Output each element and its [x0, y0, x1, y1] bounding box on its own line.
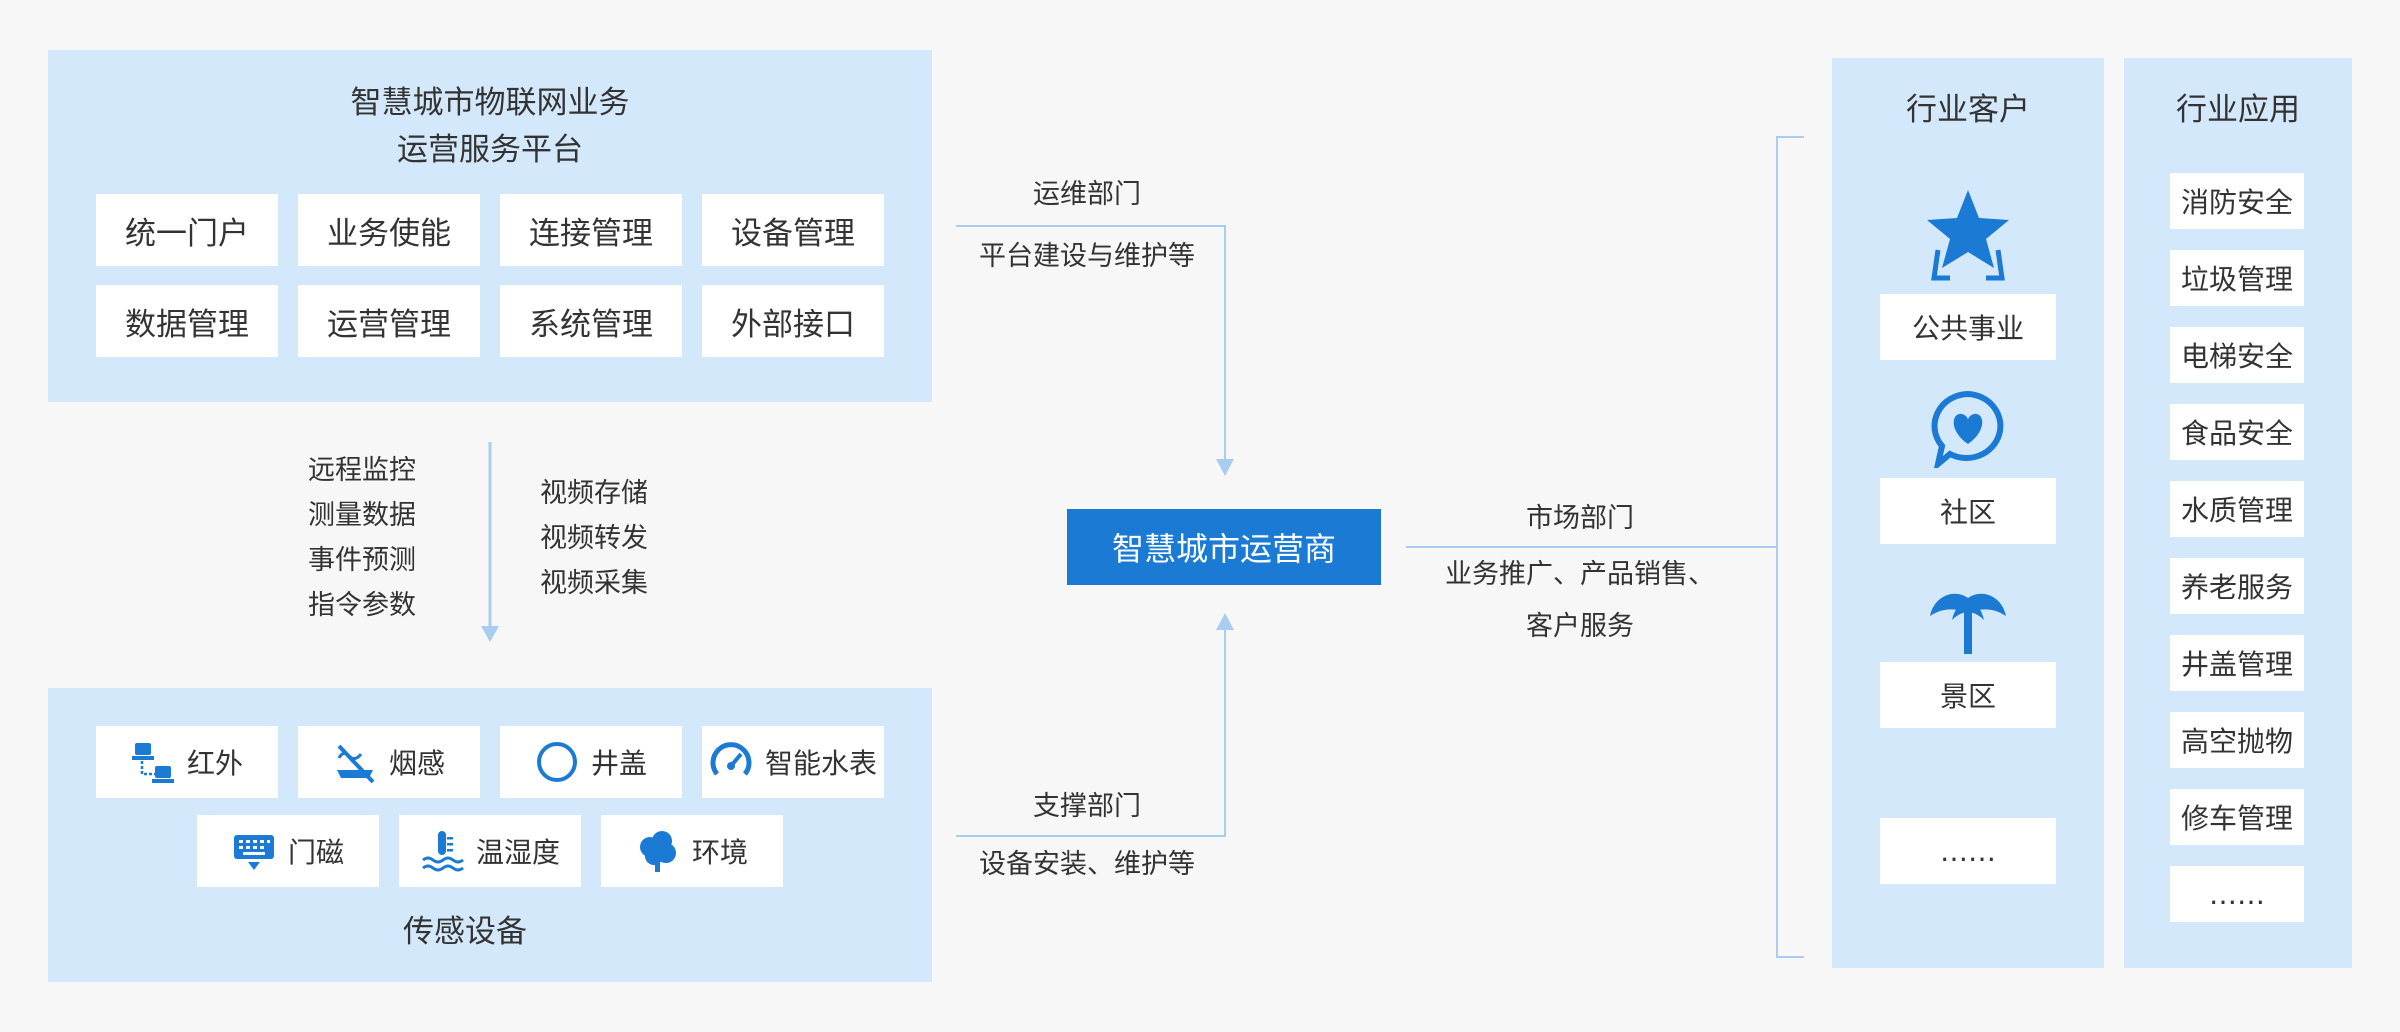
sensor-label: 智能水表	[764, 747, 877, 780]
flow-item: 视频转发	[540, 523, 648, 554]
star-icon	[1927, 190, 2009, 281]
sensor-tile[interactable]: 门磁	[197, 815, 379, 887]
market-connector-h	[1406, 546, 1778, 548]
sensor-tile[interactable]: 井盖	[500, 726, 682, 798]
thermometer-icon	[422, 831, 464, 872]
application-tile[interactable]: 电梯安全	[2170, 327, 2304, 383]
sensor-tile[interactable]: 智能水表	[702, 726, 884, 798]
module-tile[interactable]: 数据管理	[96, 285, 278, 357]
keyboard-door-icon	[233, 835, 274, 870]
application-tile[interactable]: 养老服务	[2170, 558, 2304, 614]
flow-right-list: 视频存储 视频转发 视频采集	[540, 471, 680, 606]
market-desc-line1: 业务推广、产品销售、	[1445, 559, 1715, 590]
applications-title: 行业应用	[2176, 92, 2300, 128]
sensor-tile[interactable]: 温湿度	[399, 815, 581, 887]
gauge-icon	[710, 742, 752, 776]
tree-icon	[639, 831, 676, 872]
ops-connector-h	[956, 225, 1226, 227]
customer-tile[interactable]: 公共事业	[1880, 294, 2056, 360]
flow-item: 远程监控	[308, 455, 416, 486]
operator-box[interactable]: 智慧城市运营商	[1067, 509, 1381, 585]
sensor-tile[interactable]: 红外	[96, 726, 278, 798]
support-connector-v	[1224, 630, 1226, 837]
down-arrow	[481, 442, 499, 642]
application-tile[interactable]: 水质管理	[2170, 481, 2304, 537]
application-tile[interactable]: 食品安全	[2170, 404, 2304, 460]
bracket-bottom	[1776, 956, 1804, 958]
application-tile[interactable]: 修车管理	[2170, 789, 2304, 845]
sensor-label: 温湿度	[475, 836, 560, 869]
flow-item: 指令参数	[308, 590, 416, 621]
flow-item: 测量数据	[308, 500, 416, 531]
flow-item: 事件预测	[308, 545, 416, 576]
ops-desc-label: 平台建设与维护等	[979, 241, 1195, 272]
sensor-label: 门磁	[287, 836, 344, 869]
module-tile[interactable]: 外部接口	[702, 285, 884, 357]
palm-tree-icon	[1930, 593, 2006, 654]
bracket-top	[1776, 136, 1804, 138]
support-dept-label: 支撑部门	[1033, 791, 1141, 822]
flow-item: 视频存储	[540, 478, 648, 509]
customer-tile[interactable]: ……	[1880, 818, 2056, 884]
module-tile[interactable]: 统一门户	[96, 194, 278, 266]
ops-arrow-head	[1216, 459, 1234, 476]
heart-chat-icon	[1931, 390, 2004, 468]
flow-left-list: 远程监控 测量数据 事件预测 指令参数	[308, 448, 448, 628]
application-tile[interactable]: 高空抛物	[2170, 712, 2304, 768]
market-dept-label: 市场部门	[1526, 503, 1634, 534]
support-arrow-head	[1216, 613, 1234, 630]
sensor-label: 红外	[186, 747, 243, 780]
module-tile[interactable]: 业务使能	[298, 194, 480, 266]
module-tile[interactable]: 连接管理	[500, 194, 682, 266]
application-tile[interactable]: 井盖管理	[2170, 635, 2304, 691]
customer-tile[interactable]: 景区	[1880, 662, 2056, 728]
operator-label: 智慧城市运营商	[1111, 530, 1336, 568]
customers-title: 行业客户	[1906, 92, 2030, 128]
module-tile[interactable]: 运营管理	[298, 285, 480, 357]
sensor-label: 烟感	[388, 747, 445, 780]
sensor-label: 环境	[691, 836, 748, 869]
ops-connector-v	[1224, 225, 1226, 460]
ops-dept-label: 运维部门	[1033, 179, 1141, 210]
sensor-tile[interactable]: 环境	[601, 815, 783, 887]
module-tile[interactable]: 设备管理	[702, 194, 884, 266]
flow-item: 视频采集	[540, 568, 648, 599]
sensor-label: 井盖	[590, 747, 647, 780]
bracket-vertical	[1776, 136, 1778, 958]
support-desc-label: 设备安装、维护等	[979, 849, 1195, 880]
application-tile[interactable]: 消防安全	[2170, 173, 2304, 229]
smoke-detector-icon	[336, 744, 375, 784]
application-tile[interactable]: ……	[2170, 866, 2304, 922]
sensor-tile[interactable]: 烟感	[298, 726, 480, 798]
application-tile[interactable]: 垃圾管理	[2170, 250, 2304, 306]
platform-title: 智慧城市物联网业务 运营服务平台	[48, 80, 932, 174]
support-connector-h	[956, 835, 1226, 837]
network-computer-icon	[131, 743, 174, 783]
customer-tile[interactable]: 社区	[1880, 478, 2056, 544]
platform-title-line1: 智慧城市物联网业务	[350, 85, 630, 121]
sensor-panel-title: 传感设备	[403, 914, 527, 950]
market-desc-line2: 客户服务	[1526, 611, 1634, 642]
module-tile[interactable]: 系统管理	[500, 285, 682, 357]
manhole-cover-icon	[536, 742, 577, 782]
platform-title-line2: 运营服务平台	[397, 132, 583, 168]
